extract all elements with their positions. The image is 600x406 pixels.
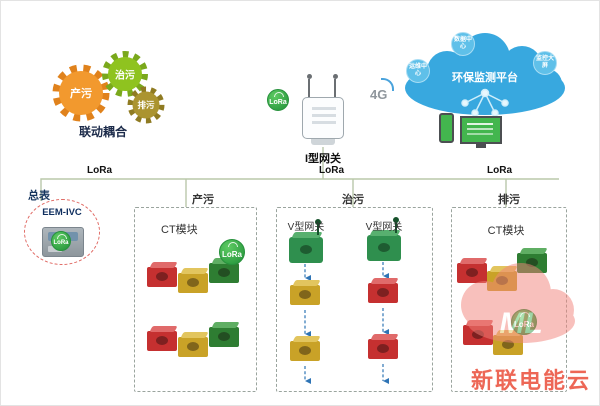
lora-badge-text: LoRa xyxy=(222,249,242,259)
antenna-icon xyxy=(306,74,312,99)
ct-module-green xyxy=(209,327,239,347)
antenna-icon xyxy=(332,74,338,99)
ct-module-red xyxy=(457,263,487,283)
lora-badge-icon: LoRa xyxy=(51,231,71,251)
cloud-badge-screen: 监控大屏 xyxy=(533,51,557,75)
bus-lora-left: LoRa xyxy=(87,165,112,176)
cloud-badge-datacenter: 数据中心 xyxy=(451,32,475,56)
network-nodes-icon xyxy=(461,88,509,117)
vgateway-left-label: V型网关 xyxy=(287,222,325,233)
vgateway-right-label: V型网关 xyxy=(365,222,403,233)
bus-lora-right: LoRa xyxy=(487,165,512,176)
ct-module-red xyxy=(147,267,177,287)
box-discharge-title: 排污 xyxy=(498,194,520,206)
cloud-shape xyxy=(405,33,565,115)
gear-treat-icon xyxy=(102,51,148,97)
ct-module-red xyxy=(368,339,398,359)
lora-badge-icon: LoRa xyxy=(267,89,289,111)
ct-module-yellow xyxy=(493,335,523,355)
4g-signal-icon: 4G xyxy=(370,78,395,102)
ct-module-yellow xyxy=(290,341,320,361)
gateway-body xyxy=(302,97,344,139)
phone-icon xyxy=(439,113,454,143)
box-discharge-module-label: CT模块 xyxy=(487,225,525,237)
ct-module-yellow xyxy=(487,271,517,291)
gear-label-produce: 产污 xyxy=(70,88,92,100)
ct-module-green xyxy=(517,253,547,273)
gateway-base xyxy=(311,139,335,145)
lora-badge-icon: LoRa xyxy=(511,309,537,335)
type1-gateway-label: I型网关 xyxy=(304,153,342,165)
lora-badge-icon: LoRa xyxy=(219,239,245,265)
gear-discharge-icon xyxy=(127,86,165,124)
v-gateway-device xyxy=(289,219,323,263)
box-produce-module-label: CT模块 xyxy=(161,224,198,236)
box-produce xyxy=(134,207,257,392)
bus-lora-mid: LoRa xyxy=(319,165,344,176)
v-gateway-device xyxy=(367,217,401,261)
lora-badge-text: LoRa xyxy=(53,240,69,246)
gears-caption: 联动耦合 xyxy=(78,125,128,139)
monitor-icon xyxy=(460,116,502,148)
lora-badge-text: LoRa xyxy=(269,98,287,106)
gear-label-discharge: 排污 xyxy=(137,100,155,110)
type1-gateway-device xyxy=(300,74,346,149)
meter-device-name: EEM-IVC xyxy=(42,207,82,218)
platform-title: 环保监测平台 xyxy=(452,72,518,84)
ct-module-red xyxy=(463,325,493,345)
ct-module-yellow xyxy=(178,337,208,357)
ct-module-red xyxy=(147,331,177,351)
main-meter-label: 总表 xyxy=(28,190,50,202)
ct-module-yellow xyxy=(178,273,208,293)
cloud-graphic xyxy=(405,33,565,117)
gear-label-treat: 治污 xyxy=(115,70,135,82)
box-treat xyxy=(276,207,433,392)
cloud-badge-ops: 运维中心 xyxy=(406,59,430,83)
antenna-icon xyxy=(315,219,321,235)
antenna-icon xyxy=(393,217,399,233)
box-produce-title: 产污 xyxy=(192,194,214,206)
ct-module-red xyxy=(368,283,398,303)
box-treat-title: 治污 xyxy=(342,194,364,206)
main-meter-dashed-circle xyxy=(24,199,100,265)
lora-badge-text: LoRa xyxy=(514,319,534,329)
ct-module-green xyxy=(209,263,239,283)
gear-produce-icon xyxy=(52,64,110,122)
ct-module-yellow xyxy=(290,285,320,305)
gears-graphic xyxy=(52,51,165,124)
